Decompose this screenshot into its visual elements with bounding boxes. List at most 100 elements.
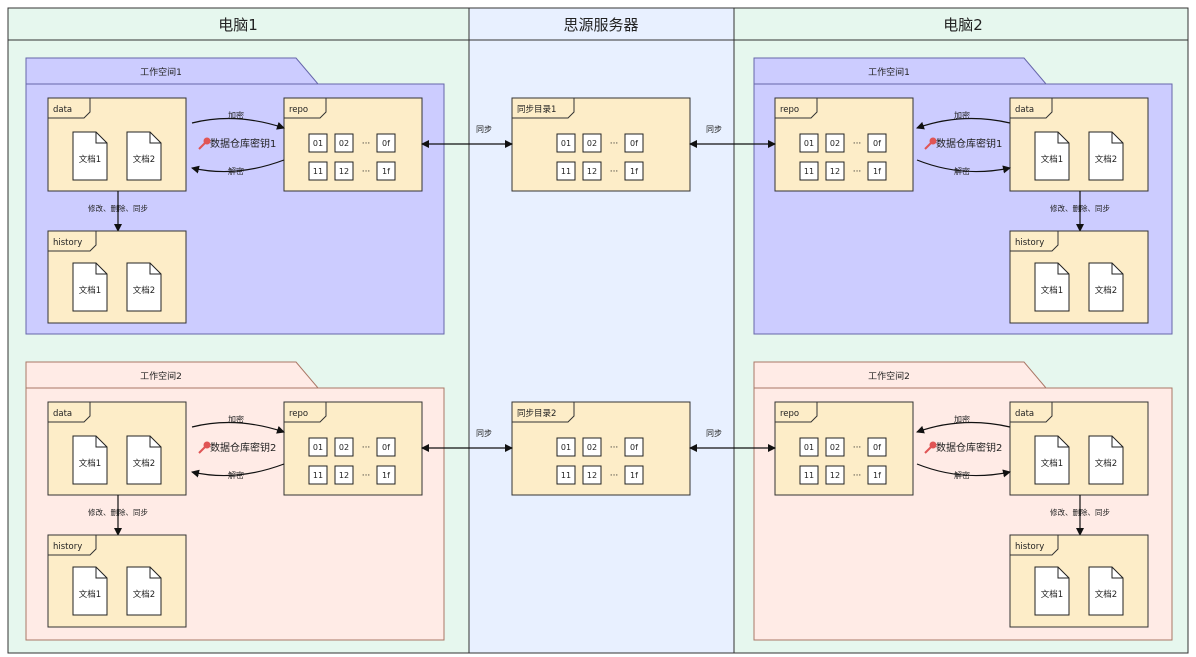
chunk-label: 1f [873, 471, 881, 480]
encrypt-arrow [191, 421, 285, 434]
chunk-label: 12 [830, 167, 840, 176]
chunk-label: 1f [382, 167, 390, 176]
chunk-ellipsis: ··· [362, 443, 371, 453]
chunk-label: 12 [587, 167, 597, 176]
chunk-box [825, 437, 845, 457]
chunk-label: 01 [561, 139, 571, 148]
chunk-label: 11 [804, 167, 814, 176]
chunk-label: 01 [804, 139, 814, 148]
chunk-box [334, 465, 354, 485]
document-icon: 文档2 [126, 262, 162, 312]
repo-key-label: 数据仓库密钥2 [210, 441, 276, 454]
chunk-box [624, 133, 644, 153]
chunk-label: 1f [873, 167, 881, 176]
document-label: 文档1 [79, 154, 101, 165]
data-package: data [1009, 97, 1149, 192]
chunk-ellipsis: ··· [362, 167, 371, 177]
history-package: history [1009, 534, 1149, 628]
document-icon: 文档1 [72, 435, 108, 485]
document-label: 文档1 [79, 285, 101, 296]
chunk-box [308, 133, 328, 153]
key-icon [198, 137, 211, 150]
sync-label-right: 同步 [706, 125, 722, 134]
repo-key-label: 数据仓库密钥2 [936, 441, 1002, 454]
server-sync-directory-label: 同步目录2 [517, 409, 556, 419]
key-icon [924, 137, 937, 150]
chunk-box [624, 161, 644, 181]
chunk-box [582, 161, 602, 181]
chunk-box [308, 161, 328, 181]
chunk-label: 01 [313, 443, 323, 452]
chunk-box [825, 133, 845, 153]
encrypt-arrow [916, 421, 1011, 434]
sync-label-left: 同步 [476, 429, 492, 438]
chunk-label: 0f [382, 443, 390, 452]
document-icon: 文档1 [72, 262, 108, 312]
key-icon [198, 441, 211, 454]
chunk-box [582, 133, 602, 153]
document-icon: 文档1 [1034, 131, 1070, 181]
decrypt-label: 解密 [954, 166, 970, 176]
document-label: 文档1 [1041, 458, 1063, 469]
chunk-box [624, 437, 644, 457]
chunk-ellipsis: ··· [853, 139, 862, 149]
chunk-box [376, 161, 396, 181]
history-package: history [47, 230, 187, 324]
chunk-ellipsis: ··· [610, 167, 619, 177]
document-label: 文档2 [133, 285, 155, 296]
encrypt-label: 加密 [954, 414, 970, 424]
chunk-box [867, 161, 887, 181]
column-title-computer2: 电脑2 [943, 16, 983, 34]
chunk-box [624, 465, 644, 485]
chunk-label: 11 [313, 167, 323, 176]
chunk-box [334, 133, 354, 153]
decrypt-arrow [191, 159, 285, 174]
server-sync-directory-label: 同步目录1 [517, 105, 556, 115]
repo-key-label: 数据仓库密钥1 [210, 137, 276, 150]
decrypt-label: 解密 [228, 166, 244, 176]
history-package-label: history [1015, 238, 1044, 248]
chunk-box [376, 133, 396, 153]
chunk-label: 0f [873, 443, 881, 452]
decrypt-arrow [191, 463, 285, 478]
chunk-label: 02 [587, 139, 597, 148]
decrypt-arrow [916, 159, 1011, 174]
document-label: 文档1 [1041, 285, 1063, 296]
sync-label-left: 同步 [476, 125, 492, 134]
chunk-box [556, 437, 576, 457]
encrypt-label: 加密 [954, 110, 970, 120]
workspace-title: 工作空间2 [868, 370, 910, 382]
document-icon: 文档2 [126, 566, 162, 616]
document-icon: 文档1 [72, 131, 108, 181]
chunk-box [334, 437, 354, 457]
document-label: 文档1 [1041, 589, 1063, 600]
chunk-box [556, 161, 576, 181]
chunk-box [799, 437, 819, 457]
document-label: 文档2 [1095, 589, 1117, 600]
data-package: data [47, 401, 187, 496]
chunk-label: 1f [630, 471, 638, 480]
chunk-label: 11 [561, 167, 571, 176]
chunk-label: 02 [587, 443, 597, 452]
modify-label: 修改、删除、同步 [1050, 507, 1110, 517]
modify-label: 修改、删除、同步 [88, 203, 148, 213]
chunk-label: 0f [630, 443, 638, 452]
chunk-label: 02 [830, 139, 840, 148]
encrypt-label: 加密 [228, 414, 244, 424]
chunk-label: 1f [630, 167, 638, 176]
encrypt-label: 加密 [228, 110, 244, 120]
chunk-label: 0f [382, 139, 390, 148]
history-package-label: history [53, 542, 82, 552]
chunk-label: 02 [339, 443, 349, 452]
history-package: history [1009, 230, 1149, 324]
document-label: 文档2 [1095, 154, 1117, 165]
chunk-ellipsis: ··· [610, 443, 619, 453]
chunk-box [825, 465, 845, 485]
decrypt-arrow [916, 463, 1011, 478]
chunk-label: 02 [339, 139, 349, 148]
document-icon: 文档2 [126, 131, 162, 181]
data-package-label: data [53, 105, 72, 115]
chunk-label: 12 [830, 471, 840, 480]
